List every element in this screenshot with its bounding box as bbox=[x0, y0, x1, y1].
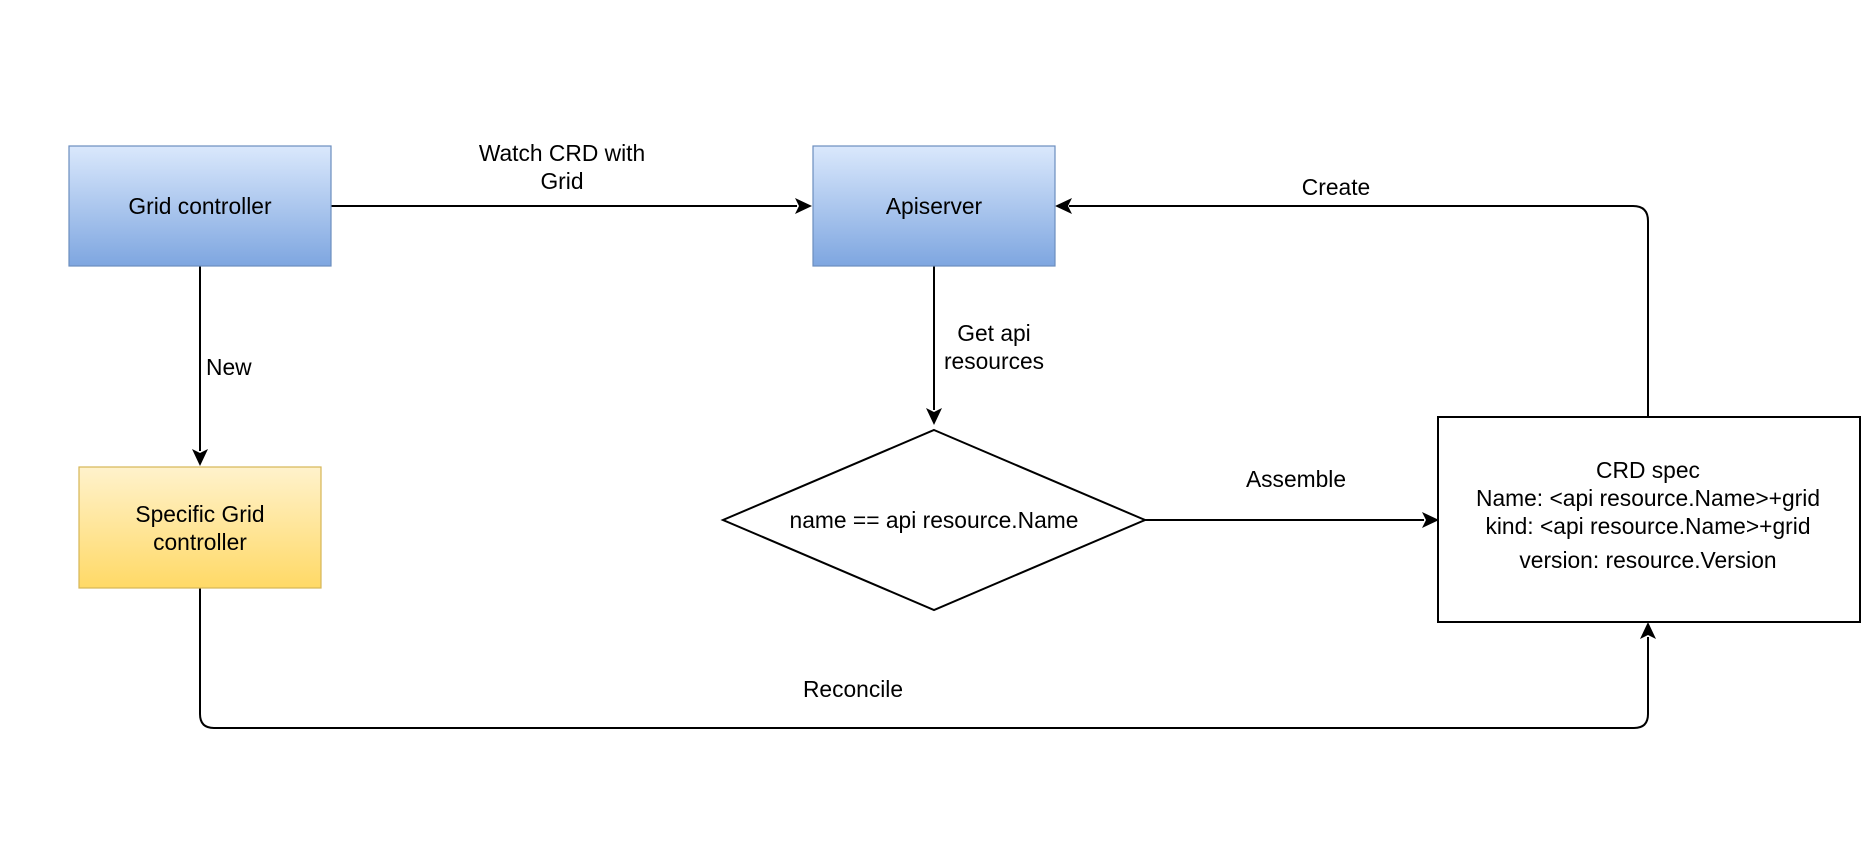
specific-grid-controller-line-1: Specific Grid bbox=[135, 501, 264, 527]
arrowhead bbox=[1055, 198, 1072, 214]
get-api-resources-label-line-2: resources bbox=[944, 348, 1044, 374]
edge-create bbox=[1055, 198, 1649, 417]
arrowhead bbox=[192, 449, 208, 466]
get-api-resources-label-line-1: Get api bbox=[957, 320, 1031, 346]
arrowhead bbox=[1422, 512, 1439, 528]
reconcile-label: Reconcile bbox=[803, 676, 903, 702]
crd-spec-line-1: CRD spec bbox=[1596, 457, 1700, 483]
arrowhead bbox=[926, 408, 942, 425]
apiserver-label: Apiserver bbox=[886, 193, 983, 219]
watch-label-line-1: Watch CRD with bbox=[479, 140, 645, 166]
grid-controller-label: Grid controller bbox=[128, 193, 272, 219]
arrowhead bbox=[1640, 622, 1656, 639]
watch-label-line-2: Grid bbox=[540, 168, 583, 194]
condition-label: name == api resource.Name bbox=[790, 507, 1079, 533]
new-label: New bbox=[206, 354, 252, 380]
edge-new bbox=[192, 266, 208, 466]
node-condition-diamond: name == api resource.Name bbox=[720, 428, 1148, 612]
node-grid-controller: Grid controller bbox=[68, 145, 332, 267]
node-specific-grid-controller: Specific Grid controller bbox=[78, 466, 322, 589]
specific-grid-controller-line-2: controller bbox=[153, 529, 247, 555]
edge-assemble bbox=[1145, 512, 1439, 528]
edge-watch-crd bbox=[331, 198, 812, 214]
assemble-label: Assemble bbox=[1246, 466, 1346, 492]
crd-spec-line-3: kind: <api resource.Name>+grid bbox=[1485, 513, 1810, 539]
node-crd-spec: CRD spec Name: <api resource.Name>+grid … bbox=[1437, 416, 1861, 623]
arrowhead bbox=[795, 198, 812, 214]
edge-reconcile bbox=[199, 588, 1656, 729]
node-apiserver: Apiserver bbox=[812, 145, 1056, 267]
edge-get-api-resources bbox=[926, 266, 942, 425]
crd-spec-line-4: version: resource.Version bbox=[1519, 547, 1776, 573]
create-label: Create bbox=[1302, 174, 1370, 200]
crd-spec-line-2: Name: <api resource.Name>+grid bbox=[1476, 485, 1820, 511]
